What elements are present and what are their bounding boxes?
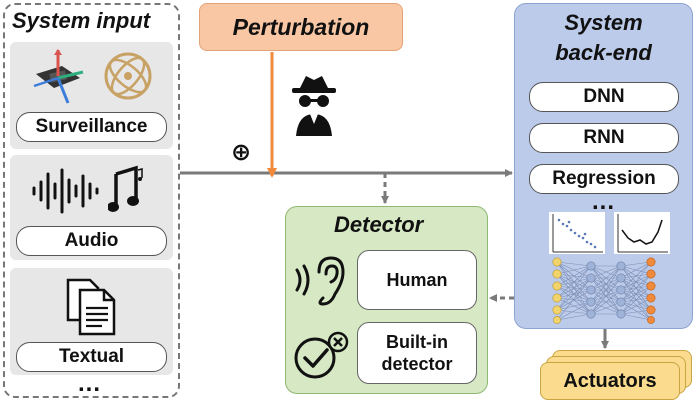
sound-wave-icon — [32, 168, 99, 214]
input-more-ellipsis: ... — [78, 370, 102, 397]
music-note-icon — [108, 165, 143, 212]
model-dnn: DNN — [529, 82, 679, 112]
model-regression: Regression — [529, 164, 679, 194]
textual-label: Textual — [16, 342, 167, 372]
detector-builtin-box: Built-in detector — [357, 322, 477, 384]
system-input-panel — [3, 3, 180, 398]
system-input-title: System input — [12, 8, 151, 33]
documents-icon — [66, 278, 116, 336]
backend-more-ellipsis: ... — [592, 188, 616, 215]
backend-title: System back-end — [555, 10, 652, 65]
detector-human-box: Human — [357, 250, 477, 310]
audio-label: Audio — [16, 226, 167, 256]
drone-icon — [33, 49, 84, 104]
perturbation-label: Perturbation — [232, 13, 370, 40]
spy-hacker-icon — [292, 76, 336, 136]
model-rnn: RNN — [529, 123, 679, 153]
scatter-plot-icon — [549, 212, 605, 254]
gyroscope-icon — [104, 52, 152, 100]
actuators-box: Actuators — [540, 362, 680, 400]
line-plot-icon — [614, 212, 670, 254]
actuators-label: Actuators — [563, 369, 657, 392]
neural-network-icon — [552, 257, 656, 324]
surveillance-label: Surveillance — [16, 112, 167, 142]
check-cross-badge-icon — [294, 331, 349, 379]
ear-listening-icon — [295, 256, 345, 306]
perturbation-box: Perturbation — [199, 3, 403, 51]
detector-title: Detector — [334, 212, 424, 237]
xor-operator-symbol: ⊕ — [231, 139, 252, 166]
